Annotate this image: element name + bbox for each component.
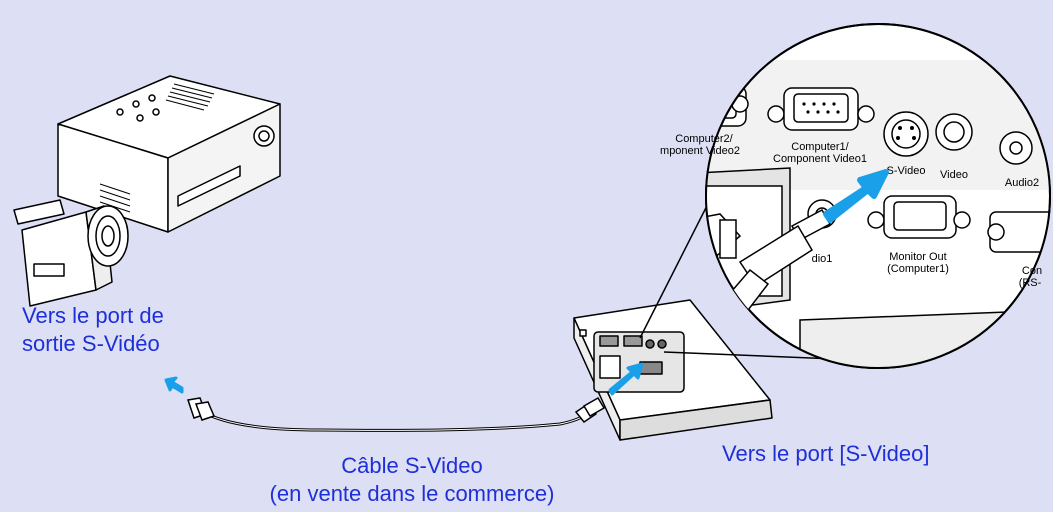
label-computer2-line2: mponent Video2 bbox=[660, 145, 740, 157]
vcr-icon bbox=[57, 75, 281, 233]
label-monitor-out-line1: Monitor Out bbox=[889, 251, 946, 263]
label-s-video: S-Video bbox=[887, 165, 926, 177]
cable-caption-line2: (en vente dans le commerce) bbox=[269, 481, 555, 506]
source-arrow-icon bbox=[164, 376, 184, 394]
label-computer1-line2: Component Video1 bbox=[773, 153, 867, 165]
cable-caption-line1: Câble S-Video bbox=[341, 453, 483, 478]
insert-arrow-icon bbox=[823, 169, 889, 223]
label-control-line2: (RS- bbox=[1019, 277, 1042, 289]
projector-icon bbox=[573, 299, 773, 441]
source-port-caption-line1: Vers le port de bbox=[22, 303, 164, 328]
label-monitor-out-line2: (Computer1) bbox=[887, 263, 949, 275]
destination-port-caption-text: Vers le port [S-Video] bbox=[722, 441, 930, 466]
cable-caption: Câble S-Video (en vente dans le commerce… bbox=[212, 452, 612, 508]
source-port-caption: Vers le port de sortie S-Vidéo bbox=[22, 302, 164, 358]
label-computer2-line1: Computer2/ bbox=[675, 133, 733, 145]
label-computer1-line1: Computer1/ bbox=[791, 141, 849, 153]
label-audio1: dio1 bbox=[812, 253, 833, 265]
destination-port-caption: Vers le port [S-Video] bbox=[722, 440, 930, 468]
camcorder-icon bbox=[13, 199, 129, 307]
s-video-cable-icon bbox=[187, 396, 606, 432]
destination-arrow-icon bbox=[608, 362, 644, 396]
label-control-line1: Con bbox=[1022, 265, 1042, 277]
source-port-caption-line2: sortie S-Vidéo bbox=[22, 331, 160, 356]
label-video: Video bbox=[940, 169, 968, 181]
label-audio2: Audio2 bbox=[1005, 177, 1039, 189]
